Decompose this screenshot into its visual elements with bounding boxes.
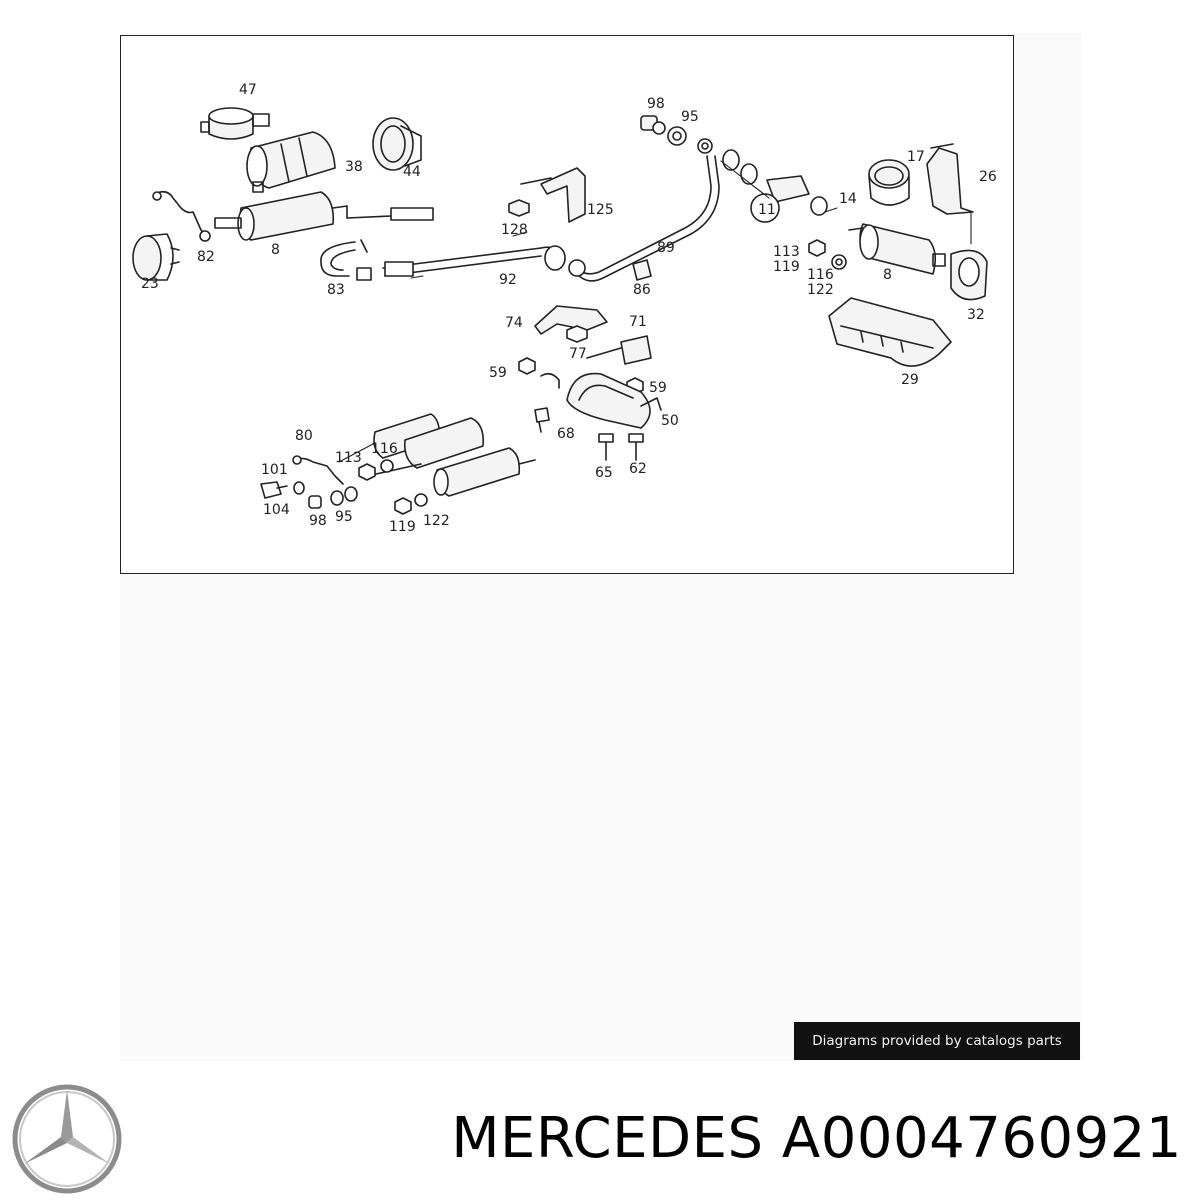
part-label: 11 [758,202,776,218]
bracket-74 [534,305,608,335]
fuel-pump-8-right [848,223,946,275]
bolt-68 [534,407,550,433]
part-label: 80 [295,428,313,444]
part-label: 17 [907,149,925,165]
fuel-line-83 [320,207,434,281]
brand-name: MERCEDES [451,1106,764,1171]
rubber-ring-44 [372,117,422,171]
clamp-50 [540,372,662,429]
part-label: 8 [883,267,892,283]
part-label: 101 [261,462,288,478]
part-label: 71 [629,314,647,330]
part-label: 122 [807,282,834,298]
rubber-mount-71 [586,335,652,365]
part-number-labels: 47 98 95 17 26 38 44 14 11 125 128 89 82… [141,82,997,535]
part-label: 74 [505,315,523,331]
banjo-bolt-104 [260,481,288,499]
part-label: 104 [263,502,290,518]
part-label: 98 [309,513,327,529]
part-label: 89 [657,240,675,256]
clamp-86 [632,259,652,281]
part-label: 65 [595,465,613,481]
fuel-filter-38 [246,131,336,193]
part-label: 119 [773,259,800,275]
part-label: 47 [239,82,257,98]
nut-59-left [518,357,536,375]
part-label: 68 [557,426,575,442]
part-label: 38 [345,159,363,175]
fuel-pipe-89 [568,138,720,282]
fuel-line-80 [292,455,344,485]
part-label: 50 [661,413,679,429]
bracket-26 [926,143,974,215]
nut-128 [508,199,530,217]
fitting-98-lower [308,495,322,509]
part-label: 119 [389,519,416,535]
part-label: 116 [371,441,398,457]
part-label: 44 [403,164,421,180]
heat-shield-29 [828,297,952,367]
part-label: 95 [335,509,353,525]
valve-assembly-11 [722,149,828,223]
part-title: MERCEDES A0004760921 [451,1106,1182,1171]
fuel-hose-92 [382,245,566,277]
part-label: 122 [423,513,450,529]
part-label: 59 [649,380,667,396]
accumulator-47 [200,107,270,140]
part-label: 32 [967,307,985,323]
part-label: 128 [501,222,528,238]
diagram-credit-banner: Diagrams provided by catalogs parts [794,1022,1080,1060]
cover-32 [950,249,988,301]
bolt-65 [598,433,614,461]
part-label: 116 [807,267,834,283]
part-label: 113 [773,244,800,260]
part-label: 23 [141,276,159,292]
part-label: 59 [489,365,507,381]
fittings-98-95-top [640,115,687,146]
nut-113-right [808,239,826,257]
rubber-sleeve-17 [868,159,910,206]
fuel-line-82 [152,190,211,242]
diagram-drawing: 47 98 95 17 26 38 44 14 11 125 128 89 82… [132,82,997,535]
part-number: A0004760921 [781,1106,1182,1171]
bracket-125 [520,167,586,223]
pump-assembly-lower [366,413,536,497]
parts-diagram: 47 98 95 17 26 38 44 14 11 125 128 89 82… [120,35,1014,574]
washer-101 [293,481,305,495]
part-label: 29 [901,372,919,388]
part-label: 95 [681,109,699,125]
part-label: 77 [569,346,587,362]
part-label: 8 [271,242,280,258]
part-label: 113 [335,450,362,466]
footer [0,1075,1200,1200]
part-label: 62 [629,461,647,477]
fuel-pump-8-left [214,191,348,241]
part-label: 92 [499,272,517,288]
part-label: 83 [327,282,345,298]
leader-lines [338,160,972,463]
part-label: 125 [587,202,614,218]
bolt-62 [628,433,644,461]
part-label: 82 [197,249,215,265]
washer-95-lower [330,486,358,506]
pump-cap-23 [132,233,180,281]
nut-113-lower [358,463,376,481]
nut-77 [566,325,588,343]
mercedes-star-icon [12,1084,122,1194]
part-label: 26 [979,169,997,185]
part-label: 98 [647,96,665,112]
part-label: 86 [633,282,651,298]
nut-119-lower [394,497,412,515]
washer-122-lower [380,459,428,507]
washer-116-right [831,254,847,270]
part-label: 14 [839,191,857,207]
